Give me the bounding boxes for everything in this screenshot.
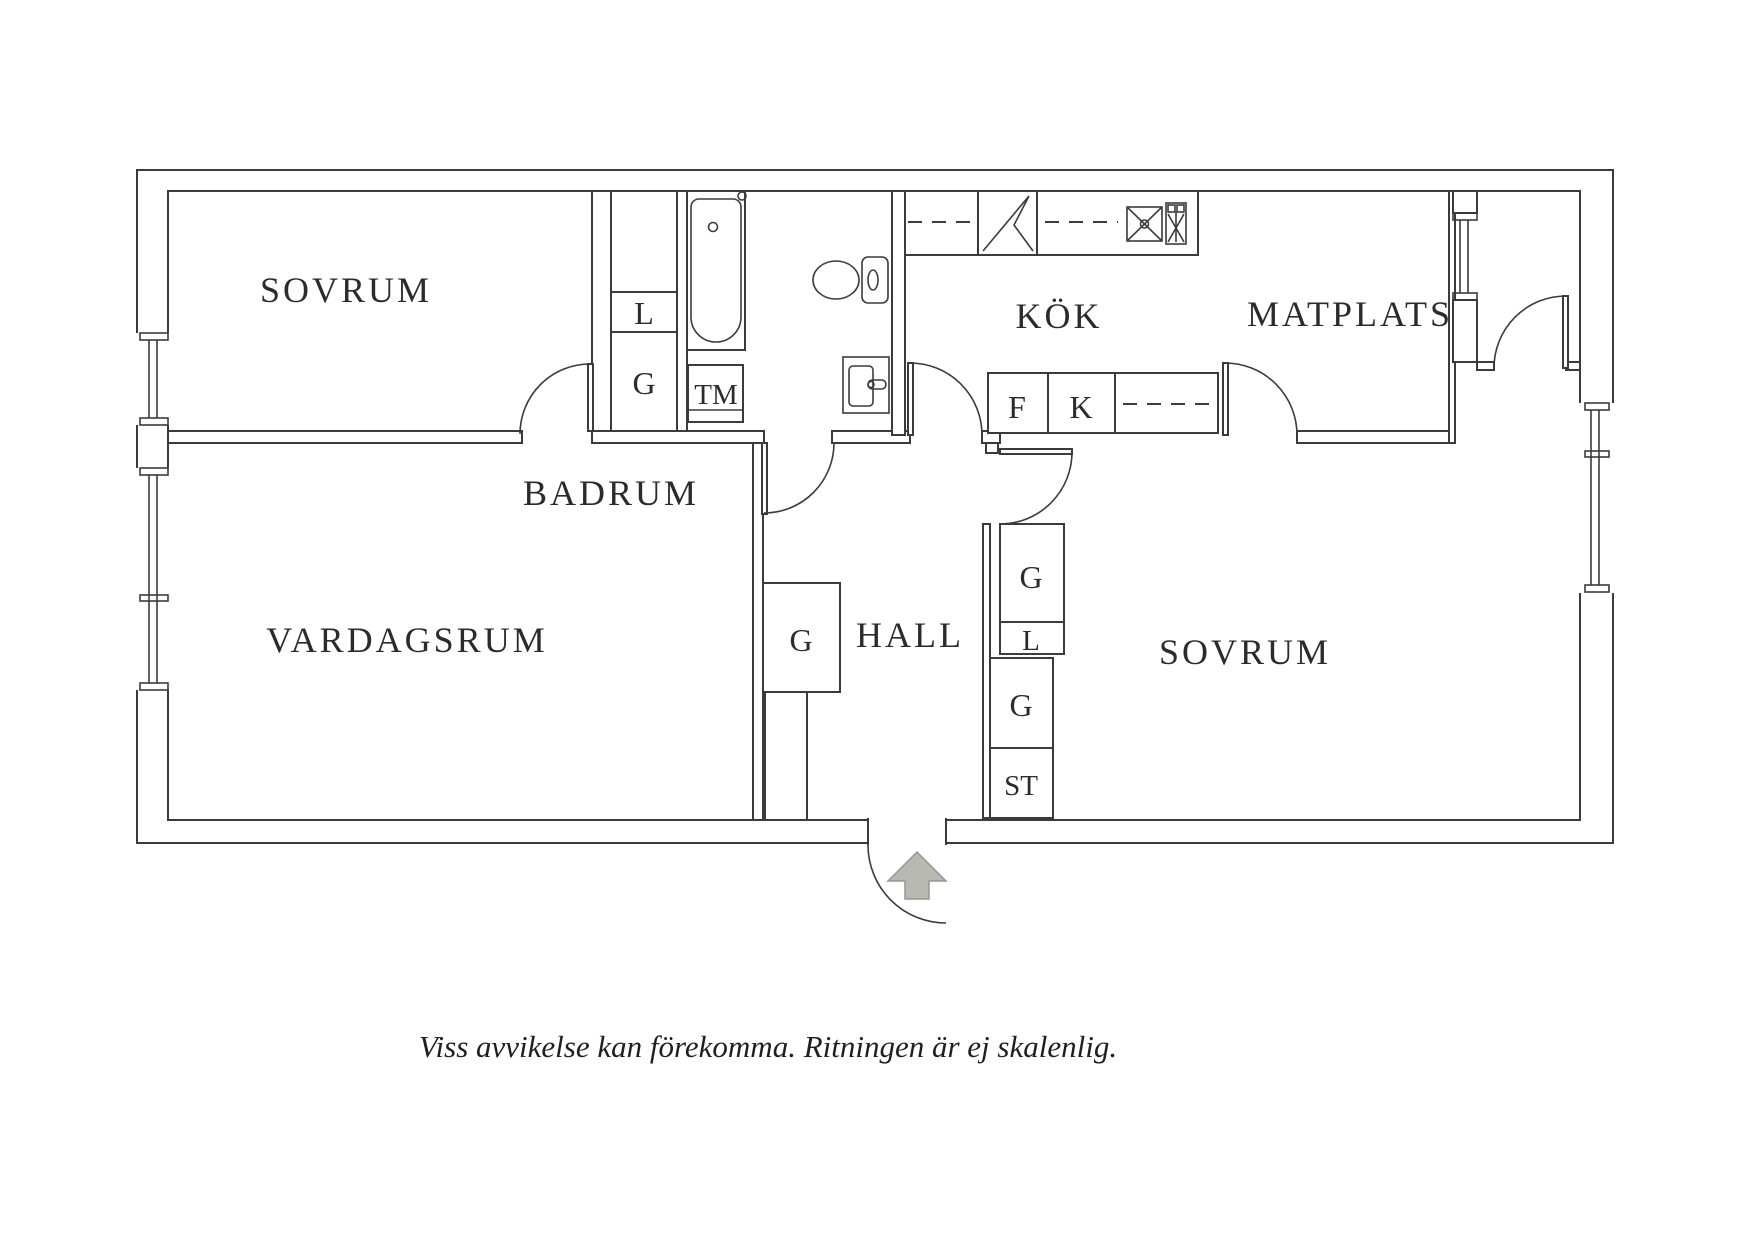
label-wardrobe-hall: G: [789, 622, 812, 658]
doors: [519, 295, 1569, 525]
bathroom-fixtures: [686, 190, 890, 414]
room-label-vardagsrum: VARDAGSRUM: [266, 620, 547, 660]
closet-wardrobe-top: [610, 331, 678, 432]
closet-wardrobe-col-1: [999, 523, 1065, 623]
door-sovrum-1: [519, 363, 594, 435]
label-washing-machine: TM: [694, 379, 738, 411]
label-storage: ST: [1004, 770, 1038, 802]
door-sovrum-2-matplats: [1222, 362, 1298, 436]
entrance-door-arc: [867, 844, 947, 924]
windows: [136, 212, 1614, 691]
closet-linen-col: [999, 621, 1065, 655]
labels: SOVRUM BADRUM KÖK MATPLATS VARDAGSRUM HA…: [260, 270, 1453, 802]
room-label-badrum: BADRUM: [523, 473, 699, 513]
entrance-arrow-icon: [886, 850, 948, 900]
fridge-box: [1047, 372, 1116, 434]
window-sovrum-2: [1579, 402, 1614, 593]
entrance: [867, 818, 948, 924]
room-label-sovrum-1: SOVRUM: [260, 270, 432, 310]
label-linen-col: L: [1022, 625, 1040, 657]
room-label-sovrum-2: SOVRUM: [1159, 632, 1331, 672]
door-badrum: [761, 442, 835, 515]
label-linen-top: L: [634, 295, 654, 331]
label-wardrobe-col-2: G: [1009, 687, 1032, 723]
freezer-box: [987, 372, 1049, 434]
stove-icon: [982, 195, 1034, 252]
door-balcony: [1493, 295, 1569, 369]
washing-machine: [687, 364, 744, 423]
label-fridge: K: [1069, 389, 1092, 425]
door-kok: [907, 362, 983, 436]
room-label-matplats: MATPLATS: [1247, 294, 1453, 334]
closet-storage: [989, 747, 1054, 819]
toilet-icon: [812, 256, 889, 304]
room-label-kok: KÖK: [1016, 296, 1103, 336]
kitchen-sink-icon: [1126, 206, 1163, 242]
window-matplats: [1452, 212, 1478, 301]
closet-wardrobe-hall: [762, 582, 841, 693]
door-sovrum-2-hall: [999, 448, 1073, 525]
window-vardagsrum: [136, 467, 170, 691]
kitchen-counter: [904, 190, 1199, 256]
label-wardrobe-top: G: [632, 365, 655, 401]
label-freezer: F: [1008, 389, 1026, 425]
window-sovrum-1: [136, 332, 170, 426]
disclaimer-text: Viss avvikelse kan förekomma. Ritningen …: [419, 1029, 1117, 1064]
closets: [610, 291, 1219, 819]
room-label-hall: HALL: [856, 615, 964, 655]
washbasin-icon: [842, 356, 890, 414]
bathtub-icon: [686, 190, 747, 351]
label-wardrobe-col-1: G: [1019, 559, 1042, 595]
faucet-unit-icon: [1165, 202, 1187, 245]
